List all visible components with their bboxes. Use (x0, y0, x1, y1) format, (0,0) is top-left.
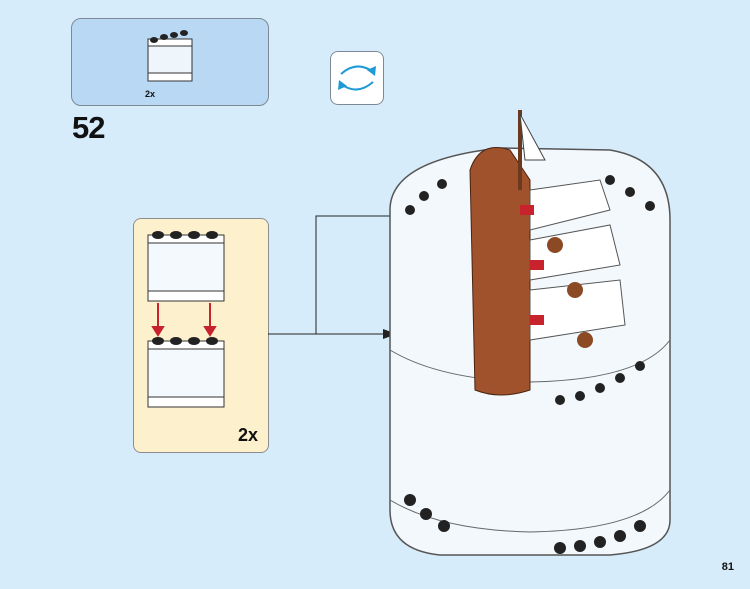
panel-part-icon (147, 30, 193, 82)
subassembly-quantity: 2x (237, 425, 258, 445)
step-number: 52 (72, 110, 105, 145)
parts-callout: 2x (71, 18, 269, 106)
parts-quantity: 2x (145, 89, 156, 99)
subassembly-diagram (147, 231, 225, 408)
page-number: 81 (721, 561, 734, 573)
subassembly-callout: 2x (133, 218, 269, 453)
rotate-model-icon (330, 51, 384, 105)
model-build-illustration (389, 110, 671, 556)
